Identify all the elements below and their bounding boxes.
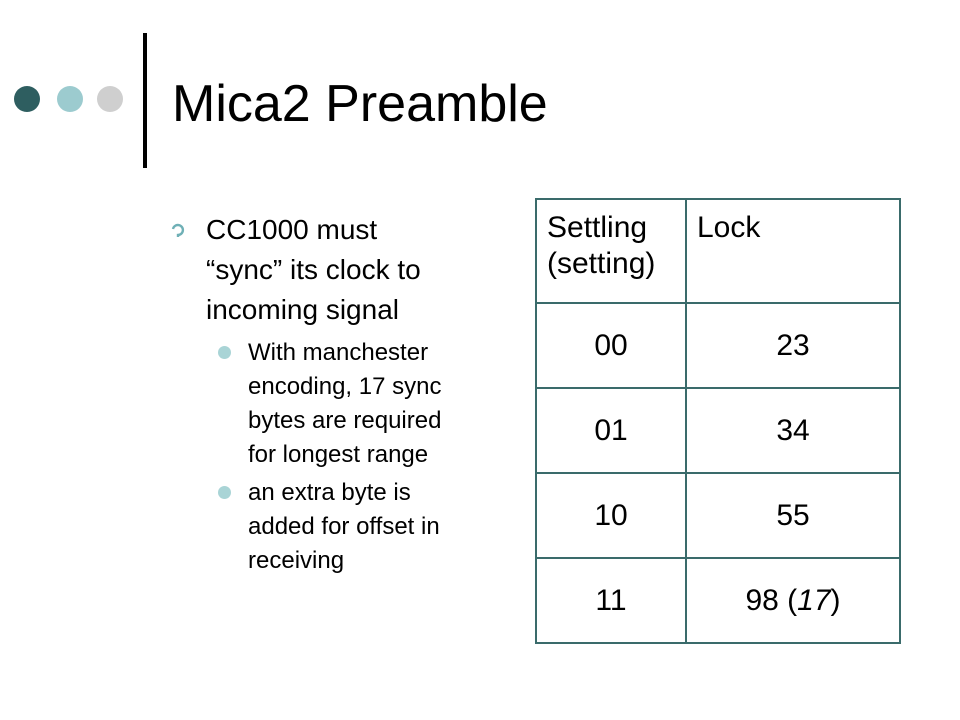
- title-divider: [143, 33, 147, 168]
- hook-bullet-icon: [171, 223, 185, 237]
- sub-bullet-line: bytes are required: [248, 407, 442, 434]
- cell-lock: 98 (17): [685, 557, 901, 644]
- sub-bullet-line: receiving: [248, 547, 345, 574]
- dot-gray: [97, 86, 123, 112]
- bullet-line: “sync” its clock to: [206, 254, 421, 285]
- bullet-line: CC1000 must: [206, 214, 378, 245]
- sub-bullet-line: encoding, 17 sync: [248, 373, 442, 400]
- cell-settling: 11: [535, 557, 687, 644]
- bullet-item: CC1000 must “sync” its clock to incoming…: [170, 210, 520, 330]
- lock-value: 98 (: [745, 583, 798, 617]
- table-header-row: Settling (setting) Lock: [535, 198, 901, 304]
- header-settling: Settling (setting): [535, 198, 687, 304]
- sub-bullet-line: added for offset in: [248, 513, 440, 540]
- decorative-dots: [14, 86, 126, 114]
- dot-teal: [57, 86, 83, 112]
- header-settling-line: (setting): [547, 247, 656, 280]
- sub-bullet-line: With manchester: [248, 339, 429, 366]
- sub-bullet-item: an extra byte is added for offset in rec…: [218, 476, 520, 578]
- cell-settling: 10: [535, 472, 687, 559]
- lock-note: 17: [797, 583, 831, 617]
- sub-bullet-line: an extra byte is: [248, 479, 411, 506]
- lock-close: ): [830, 583, 841, 617]
- bullet-line: incoming signal: [206, 294, 399, 325]
- bullet-list: CC1000 must “sync” its clock to incoming…: [170, 210, 520, 582]
- dot-dark: [14, 86, 40, 112]
- cell-settling: 00: [535, 302, 687, 389]
- slide-title: Mica2 Preamble: [172, 75, 548, 133]
- cell-lock: 55: [685, 472, 901, 559]
- table-row: 01 34: [535, 387, 901, 474]
- table-row: 11 98 (17): [535, 557, 901, 644]
- sub-bullet-list: With manchester encoding, 17 sync bytes …: [170, 336, 520, 578]
- header-lock: Lock: [685, 198, 901, 304]
- table-row: 00 23: [535, 302, 901, 389]
- cell-lock: 34: [685, 387, 901, 474]
- settling-lock-table: Settling (setting) Lock 00 23 01 34 10 5…: [535, 198, 901, 644]
- sub-bullet-item: With manchester encoding, 17 sync bytes …: [218, 336, 520, 472]
- table-row: 10 55: [535, 472, 901, 559]
- cell-settling: 01: [535, 387, 687, 474]
- sub-bullet-line: for longest range: [248, 441, 429, 468]
- cell-lock: 23: [685, 302, 901, 389]
- circle-bullet-icon: [218, 346, 231, 359]
- circle-bullet-icon: [218, 486, 231, 499]
- header-settling-line: Settling: [547, 211, 648, 244]
